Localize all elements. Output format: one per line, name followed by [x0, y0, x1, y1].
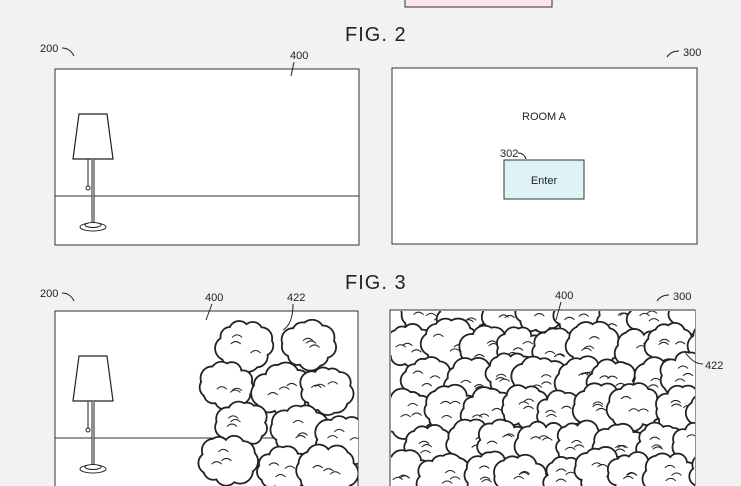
fig2-right-overlay	[391, 67, 698, 245]
cloud-puff	[667, 311, 695, 336]
fig3-ref-device: 200	[40, 288, 58, 300]
button-ref: 302	[500, 148, 518, 160]
arrow-icon	[61, 47, 75, 57]
cloud-puff	[391, 449, 432, 486]
fig3-ref-smoke-right: 422	[705, 360, 723, 372]
cloud-puff	[214, 400, 268, 449]
fig2-ref-display: 400	[290, 50, 308, 62]
top-box	[404, 0, 553, 8]
cloud-puff	[606, 451, 658, 486]
cloud-puff	[701, 294, 741, 345]
enter-button[interactable]	[503, 159, 585, 200]
cloud-puff	[295, 443, 358, 486]
cloud-puff	[299, 366, 355, 416]
cloud-puff	[703, 417, 741, 464]
cloud-puff	[197, 434, 259, 486]
fig3-ref-display-right: 400	[555, 290, 573, 302]
cloud-puff	[686, 328, 695, 360]
cloud-puff	[643, 321, 695, 370]
cloud-puff	[214, 320, 275, 373]
fig3-title: FIG. 3	[345, 272, 407, 294]
room-label: ROOM A	[522, 111, 567, 123]
cloud-puff	[493, 453, 549, 486]
fig3-ref-smoke-left: 422	[287, 292, 305, 304]
cloud-puff	[280, 318, 337, 372]
fig3-ref-overlay: 300	[673, 291, 691, 303]
cloud-puff	[688, 456, 695, 486]
cloud-puff	[564, 320, 623, 369]
cloud-puff	[659, 350, 695, 401]
enter-button-label: Enter	[531, 175, 558, 187]
cloud-puff	[605, 382, 663, 433]
smoke-cloud-right	[391, 294, 741, 486]
fig3-ref-display-left: 400	[205, 292, 223, 304]
fig2-ref-overlay: 300	[683, 47, 701, 59]
fig2-title: FIG. 2	[345, 24, 407, 46]
fig2-ref-device: 200	[40, 43, 58, 55]
cloud-puff	[684, 395, 695, 430]
smoke-cloud-left	[197, 318, 358, 486]
cloud-puff	[198, 360, 254, 411]
